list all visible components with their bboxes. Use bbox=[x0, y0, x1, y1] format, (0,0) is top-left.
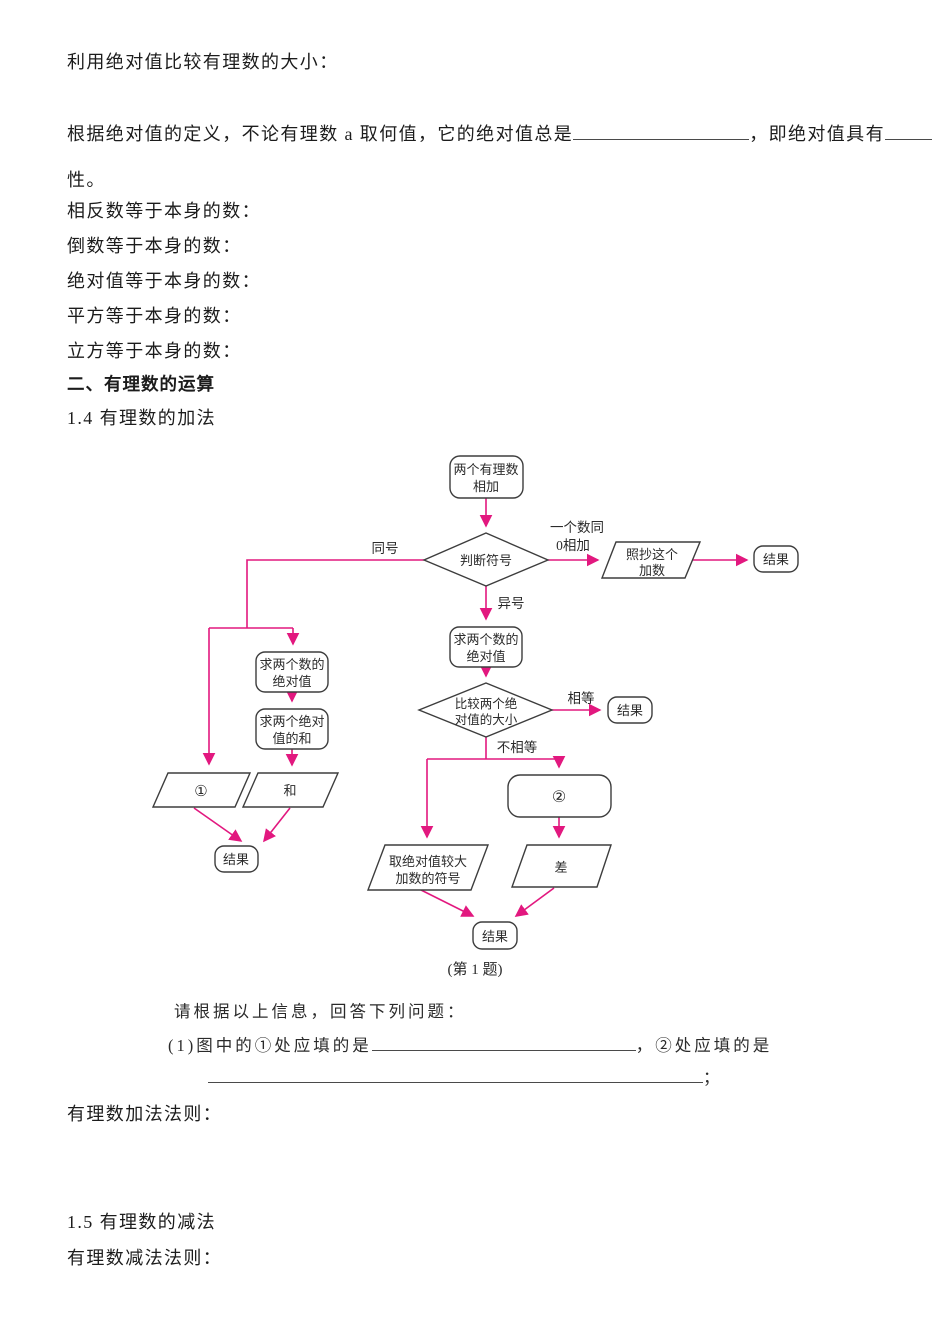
node-decision2 bbox=[417, 682, 554, 738]
question-1-line-2: ； bbox=[208, 1065, 723, 1089]
result-right-label: 结果 bbox=[763, 552, 789, 567]
fill-line-cube: 立方等于本身的数： bbox=[67, 341, 242, 361]
fill-blank-always bbox=[573, 122, 750, 140]
node-left-abs bbox=[255, 651, 329, 693]
node-mid-abs bbox=[449, 626, 523, 668]
label-equal: 相等 bbox=[568, 690, 595, 706]
node-diff bbox=[511, 844, 612, 888]
flow-node-labels: 两个有理数 相加 判断符号 照抄这个 加数 结果 求两个数的 绝对值 求两个绝对… bbox=[194, 462, 789, 944]
decision2-line2: 对值的大小 bbox=[455, 712, 518, 727]
node-result-mid bbox=[607, 696, 653, 724]
q1-end: ； bbox=[703, 1068, 723, 1087]
label-diff-sign: 异号 bbox=[498, 596, 525, 611]
fill-line-square: 平方等于本身的数： bbox=[67, 306, 242, 326]
intro-line-3: 性。 bbox=[67, 170, 106, 190]
fill-line-opposite: 相反数等于本身的数： bbox=[67, 201, 261, 221]
figure-caption: (第 1 题) bbox=[448, 960, 503, 978]
node-decision1 bbox=[422, 532, 550, 587]
node-copy-addend bbox=[600, 541, 702, 579]
sum-label: 和 bbox=[283, 783, 296, 798]
fill-line-reciprocal: 倒数等于本身的数： bbox=[67, 236, 242, 256]
subtraction-rule-label: 有理数减法法则： bbox=[67, 1248, 223, 1268]
node-start bbox=[449, 455, 524, 499]
edge-notequal-split bbox=[427, 737, 559, 760]
flow-edges bbox=[193, 498, 749, 917]
intro-line-2-mid: ，即绝对值具有 bbox=[749, 124, 885, 144]
left-sum-line2: 值的和 bbox=[272, 731, 311, 746]
mid-abs-line1: 求两个数的 bbox=[453, 632, 518, 647]
intro-line-1: 利用绝对值比较有理数的大小： bbox=[67, 52, 339, 72]
node-left-sum bbox=[255, 708, 329, 750]
fill-blank-circle2 bbox=[208, 1065, 703, 1083]
left-sum-line1: 求两个绝对 bbox=[259, 714, 324, 729]
result-left-label: 结果 bbox=[223, 852, 249, 867]
intro-line-2: 根据绝对值的定义，不论有理数 a 取何值，它的绝对值总是 ，即绝对值具有 bbox=[67, 122, 932, 146]
node-result-bottom bbox=[472, 921, 518, 950]
diff-label: 差 bbox=[554, 860, 567, 875]
label-not-equal: 不相等 bbox=[497, 739, 538, 755]
take-sign-line2: 加数的符号 bbox=[395, 871, 460, 886]
node-blank1 bbox=[151, 772, 252, 808]
fill-blank-property bbox=[885, 122, 932, 140]
intro-line-2-text: 根据绝对值的定义，不论有理数 a 取何值，它的绝对值总是 bbox=[67, 124, 574, 144]
addition-rule-label: 有理数加法法则： bbox=[67, 1104, 223, 1124]
node-take-sign bbox=[366, 844, 490, 891]
edge-sum-to-result-left bbox=[263, 807, 291, 843]
subsection-1-5: 1.5 有理数的减法 bbox=[67, 1212, 216, 1232]
start-label-line2: 相加 bbox=[473, 479, 499, 494]
decision2-line1: 比较两个绝 bbox=[455, 696, 518, 711]
label-zero-line2: 0相加 bbox=[556, 538, 590, 553]
fill-blank-circle1 bbox=[371, 1033, 636, 1051]
left-abs-line2: 绝对值 bbox=[272, 674, 311, 689]
label-zero-line1: 一个数同 bbox=[550, 520, 604, 535]
result-bottom-label: 结果 bbox=[482, 929, 508, 944]
edge-diff-to-result-bottom bbox=[514, 887, 555, 917]
question-1-line-1: (1)图中的①处应填的是 ，②处应填的是 bbox=[168, 1033, 772, 1057]
node-result-right bbox=[753, 545, 799, 573]
node-blank2 bbox=[507, 774, 612, 818]
decision1-label: 判断符号 bbox=[460, 553, 512, 568]
q1-mid: ，②处应填的是 bbox=[635, 1036, 773, 1055]
copy-label-line1: 照抄这个 bbox=[626, 547, 678, 562]
subsection-1-4: 1.4 有理数的加法 bbox=[67, 408, 216, 428]
label-same-sign: 同号 bbox=[372, 541, 399, 556]
node-sum bbox=[241, 772, 340, 808]
edge-blank1-to-result-left bbox=[193, 807, 243, 842]
flow-nodes bbox=[151, 455, 799, 950]
start-label-line1: 两个有理数 bbox=[453, 462, 518, 477]
left-abs-line1: 求两个数的 bbox=[259, 657, 324, 672]
take-sign-line1: 取绝对值较大 bbox=[389, 854, 467, 869]
fill-line-absolute: 绝对值等于本身的数： bbox=[67, 271, 261, 291]
q1-pre: (1)图中的①处应填的是 bbox=[168, 1036, 372, 1055]
section-heading: 二、有理数的运算 bbox=[67, 374, 215, 394]
blank1-label: ① bbox=[194, 784, 207, 800]
result-mid-label: 结果 bbox=[617, 703, 643, 718]
copy-label-line2: 加数 bbox=[639, 563, 665, 578]
edge-same-sign-branch bbox=[209, 559, 424, 629]
edge-sign-to-result-bottom bbox=[420, 889, 475, 917]
node-result-left bbox=[214, 845, 259, 873]
question-intro: 请根据以上信息，回答下列问题： bbox=[174, 1002, 467, 1021]
mid-abs-line2: 绝对值 bbox=[466, 649, 505, 664]
blank2-label: ② bbox=[552, 789, 566, 806]
flow-edge-labels: 同号 一个数同 0相加 异号 相等 不相等 (第 1 题) bbox=[372, 520, 605, 978]
